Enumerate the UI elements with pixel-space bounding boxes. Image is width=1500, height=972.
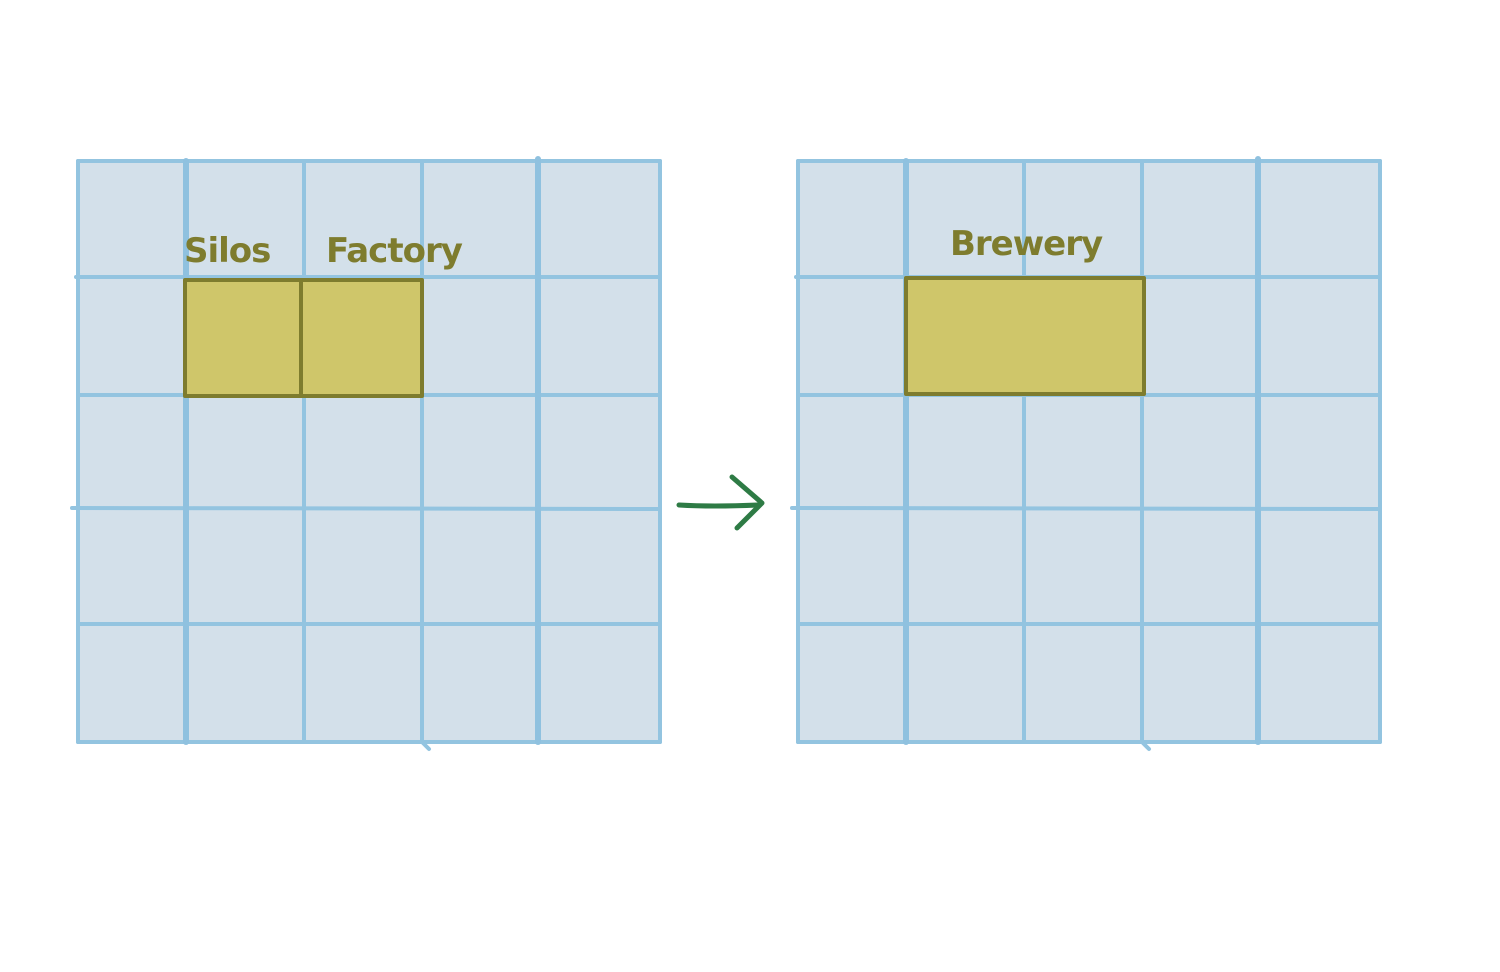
brewery-block: [904, 276, 1146, 396]
after-grid-lines: [790, 156, 1382, 751]
brewery-tile: Brewery: [904, 224, 1146, 396]
before-grid: Silos Factory: [70, 156, 662, 751]
factory-block: [299, 278, 424, 398]
factory-tile: Factory: [299, 231, 464, 398]
after-grid-background: [798, 161, 1380, 742]
factory-label: Factory: [326, 231, 463, 271]
right-arrow-icon: [676, 474, 765, 531]
after-grid: Brewery: [790, 156, 1382, 751]
silos-label: Silos: [184, 231, 270, 271]
before-grid-background: [78, 161, 660, 742]
silos-tile: Silos: [183, 231, 303, 398]
brewery-label: Brewery: [950, 224, 1103, 264]
silos-block: [183, 278, 303, 398]
